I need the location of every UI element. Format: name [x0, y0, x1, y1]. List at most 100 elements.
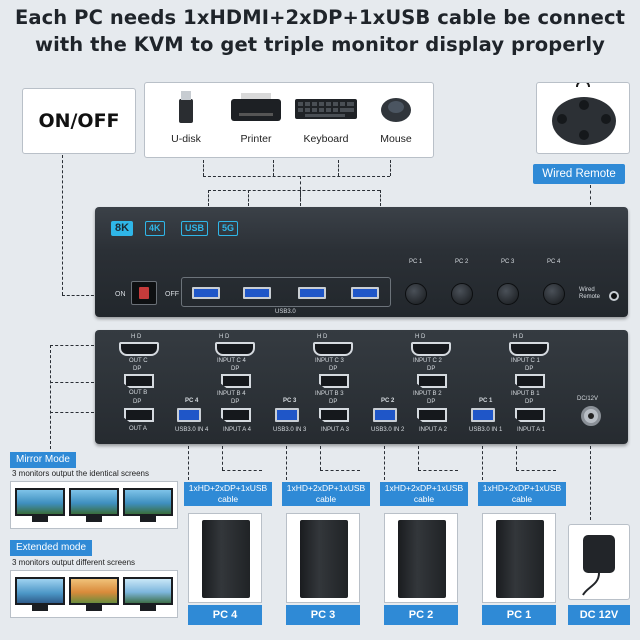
pc4-label: PC 4: [188, 605, 262, 625]
wired-remote-port[interactable]: [609, 291, 619, 301]
dc-power-jack-pin: [588, 413, 594, 419]
input-a-dp-port[interactable]: [417, 408, 447, 422]
peripheral-label: Printer: [240, 133, 272, 145]
pc2-label: PC 2: [384, 605, 458, 625]
usb-drive-icon: [179, 91, 193, 123]
connector-line: [590, 446, 591, 520]
peripheral-printer: Printer: [221, 83, 291, 145]
connector-line: [222, 446, 223, 470]
input-c-label: INPUT C 3: [315, 358, 344, 364]
out-b-dp-port[interactable]: [124, 374, 154, 388]
usb-port-group: [181, 277, 391, 307]
out-a-dp-port[interactable]: [124, 408, 154, 422]
power-switch[interactable]: [131, 281, 157, 305]
connector-line: [516, 470, 556, 471]
monitor-icon: [123, 488, 173, 516]
out-b-label: OUT B: [129, 390, 148, 396]
connector-line: [320, 470, 360, 471]
pc3-button-label: PC 3: [501, 259, 515, 265]
out-dp1-label: DP: [133, 366, 142, 372]
hd-label: H D: [317, 334, 328, 340]
pc-label: PC 1: [479, 398, 493, 404]
input-b-label: INPUT B 3: [315, 391, 344, 397]
connector-line: [590, 185, 591, 205]
input-b-dp-port[interactable]: [319, 374, 349, 388]
pc1-tower: [482, 513, 556, 603]
front-usb-port-4[interactable]: [351, 287, 379, 299]
dp-label: DP: [329, 366, 338, 372]
input-b-dp-port[interactable]: [417, 374, 447, 388]
printer-icon: [231, 93, 281, 121]
pc1-cable-label: 1xHD+2xDP+1xUSB cable: [478, 482, 566, 506]
input-b-label: INPUT B 1: [511, 391, 540, 397]
input-c-hdmi-port[interactable]: [411, 342, 451, 356]
usb-in-port[interactable]: [373, 408, 397, 422]
hd-label: H D: [219, 334, 230, 340]
monitor-icon: [69, 577, 119, 605]
connector-line: [286, 446, 287, 480]
usb-in-port[interactable]: [177, 408, 201, 422]
pc-label: PC 4: [185, 398, 199, 404]
input-c-label: INPUT C 1: [511, 358, 540, 364]
peripheral-label: U-disk: [171, 133, 201, 145]
pc4-select-button[interactable]: [543, 283, 565, 305]
input-b-label: INPUT B 2: [413, 391, 442, 397]
out-c-hdmi-port[interactable]: [119, 342, 159, 356]
connector-line: [50, 345, 51, 449]
input-a-dp-port[interactable]: [319, 408, 349, 422]
input-a-dp-port[interactable]: [515, 408, 545, 422]
mirror-mode-description: 3 monitors output the identical screens: [12, 469, 149, 478]
wired-remote-callout: [536, 80, 630, 154]
dp-label: DP: [231, 399, 240, 405]
usb-in-port[interactable]: [471, 408, 495, 422]
connector-line: [50, 412, 94, 413]
monitor-icon: [15, 488, 65, 516]
pc3-input-group: H D INPUT C 3 DP INPUT B 3 DP INPUT A 3 …: [273, 330, 369, 444]
wired-remote-port-label: Wired Remote: [579, 287, 601, 300]
connector-line: [188, 446, 189, 480]
usb-in-port[interactable]: [275, 408, 299, 422]
pc3-cable-label: 1xHD+2xDP+1xUSB cable: [282, 482, 370, 506]
connector-line: [62, 295, 118, 296]
connector-line: [516, 446, 517, 470]
out-c-label: OUT C: [129, 358, 148, 364]
input-a-label: INPUT A 3: [321, 427, 349, 433]
pc2-select-button[interactable]: [451, 283, 473, 305]
monitor-icon: [69, 488, 119, 516]
input-c-hdmi-port[interactable]: [215, 342, 255, 356]
input-c-hdmi-port[interactable]: [509, 342, 549, 356]
kvm-back-panel: H D OUT C DP OUT B DP OUT A H D INPUT C …: [95, 330, 628, 444]
input-b-dp-port[interactable]: [515, 374, 545, 388]
on-off-label: ON/OFF: [38, 110, 120, 132]
connector-line: [208, 190, 209, 206]
input-c-hdmi-port[interactable]: [313, 342, 353, 356]
input-a-label: INPUT A 4: [223, 427, 251, 433]
connector-line: [203, 176, 390, 177]
input-b-dp-port[interactable]: [221, 374, 251, 388]
dc-power-jack[interactable]: [581, 406, 601, 426]
input-a-dp-port[interactable]: [221, 408, 251, 422]
dp-label: DP: [427, 399, 436, 405]
input-a-label: INPUT A 2: [419, 427, 447, 433]
connector-line: [248, 190, 249, 206]
computer-tower-icon: [496, 520, 544, 598]
dp-label: DP: [329, 399, 338, 405]
kvm-front-panel: 8K 4K USB 5G ON OFF USB3.0 PC 1 PC 2 PC …: [95, 207, 628, 317]
connector-line: [380, 190, 381, 206]
pc3-tower: [286, 513, 360, 603]
pc2-input-group: H D INPUT C 2 DP INPUT B 2 DP INPUT A 2 …: [371, 330, 467, 444]
dc-adapter-box: [568, 524, 630, 600]
dp-label: DP: [427, 366, 436, 372]
monitor-icon: [123, 577, 173, 605]
pc3-select-button[interactable]: [497, 283, 519, 305]
front-usb-port-1[interactable]: [192, 287, 220, 299]
connector-line: [300, 190, 301, 206]
front-usb-port-3[interactable]: [298, 287, 326, 299]
monitor-stand: [140, 516, 156, 522]
pc1-select-button[interactable]: [405, 283, 427, 305]
pc4-cable-label: 1xHD+2xDP+1xUSB cable: [184, 482, 272, 506]
connector-line: [62, 155, 63, 295]
connector-line: [418, 470, 458, 471]
front-usb-port-2[interactable]: [243, 287, 271, 299]
